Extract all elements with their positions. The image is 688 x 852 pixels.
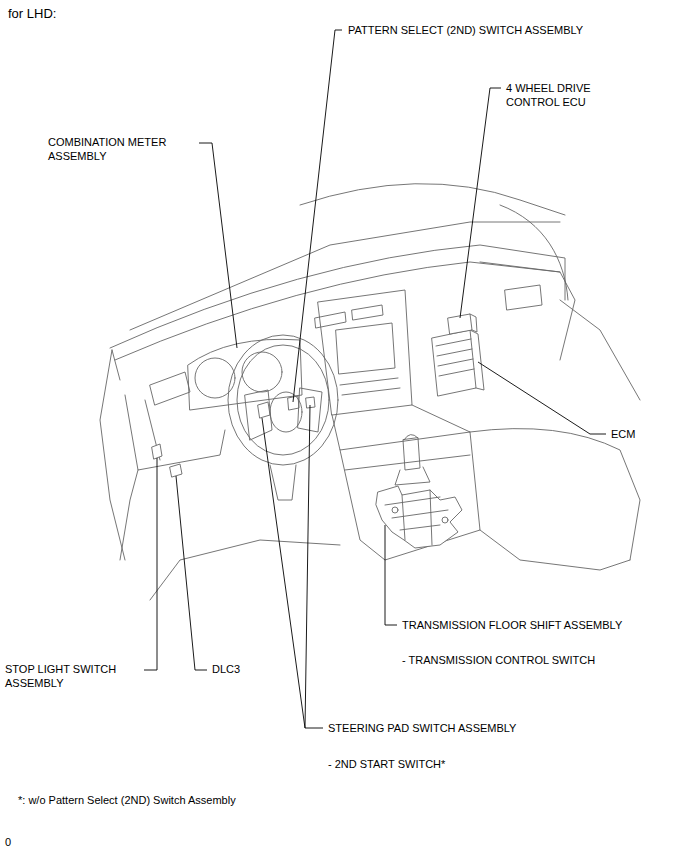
sub-part-name: - TRANSMISSION CONTROL SWITCH — [402, 653, 595, 667]
part-name: DLC3 — [212, 662, 240, 676]
part-name: STOP LIGHT SWITCH ASSEMBLY — [5, 662, 141, 690]
part-name: ECM — [611, 427, 635, 441]
part-name: COMBINATION METER ASSEMBLY — [48, 135, 188, 163]
part-name: 4 WHEEL DRIVE CONTROL ECU — [506, 81, 618, 109]
footnote: *: w/o Pattern Select (2ND) Switch Assem… — [18, 793, 236, 807]
page-mark: 0 — [5, 835, 11, 849]
part-name: STEERING PAD SWITCH ASSEMBLY — [328, 721, 516, 735]
page-title: for LHD: — [8, 6, 56, 22]
sub-part-name: - 2ND START SWITCH* — [328, 757, 445, 771]
part-name: PATTERN SELECT (2ND) SWITCH ASSEMBLY — [348, 23, 583, 37]
part-name: TRANSMISSION FLOOR SHIFT ASSEMBLY — [402, 618, 622, 632]
